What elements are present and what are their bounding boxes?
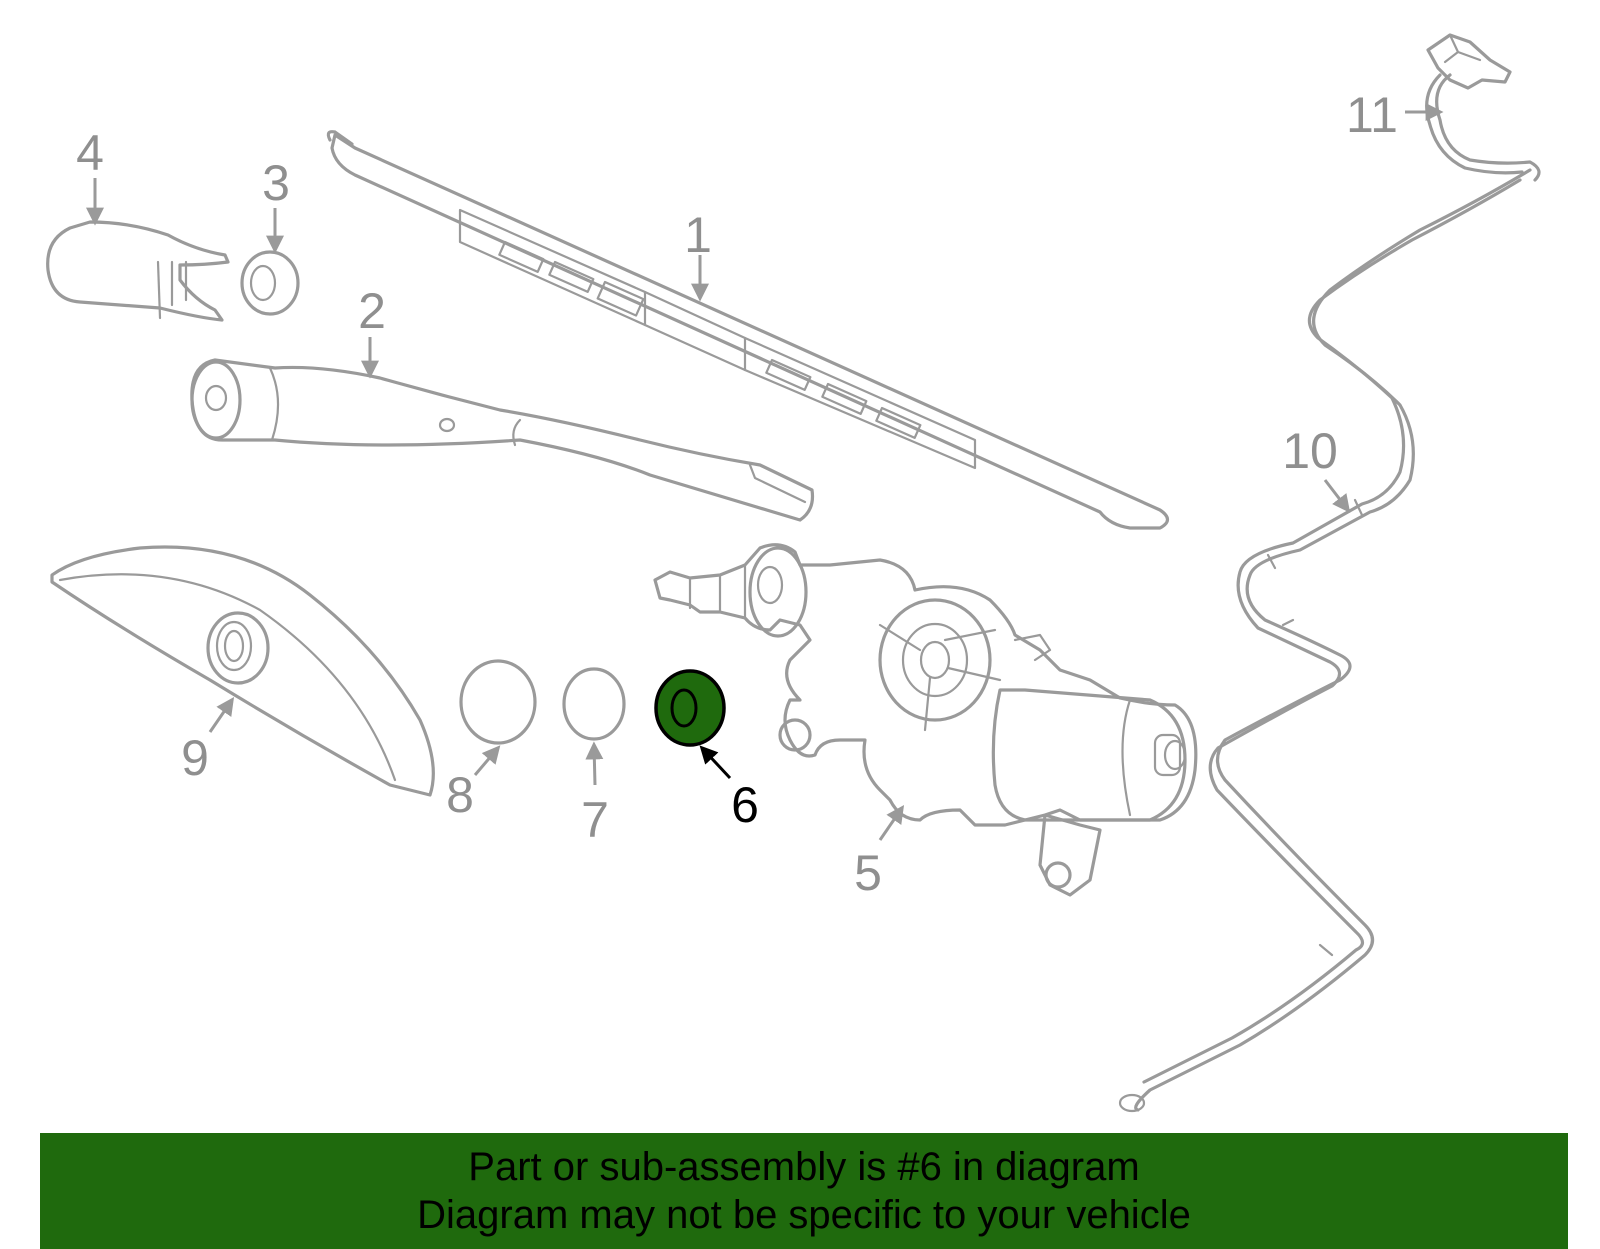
callout-4: 4	[76, 125, 104, 181]
info-banner: Part or sub-assembly is #6 in diagram Di…	[40, 1133, 1568, 1249]
callout-5: 5	[854, 845, 882, 901]
part-6-grommet[interactable]	[654, 669, 726, 747]
callout-8: 8	[446, 767, 474, 823]
part-1-wiper-blade[interactable]	[326, 130, 1170, 530]
part-10-washer-hose[interactable]	[1118, 168, 1532, 1113]
part-2-wiper-arm[interactable]	[190, 358, 815, 522]
callout-10: 10	[1282, 423, 1338, 479]
part-4-cap[interactable]	[46, 220, 230, 322]
callout-9: 9	[181, 730, 209, 786]
callout-7: 7	[581, 792, 609, 848]
callout-2: 2	[358, 283, 386, 339]
callout-6: 6	[731, 777, 759, 833]
part-11-connector[interactable]	[1425, 33, 1541, 182]
part-7-washer[interactable]	[562, 667, 626, 741]
part-3-nut[interactable]	[240, 250, 300, 316]
banner-line-1: Part or sub-assembly is #6 in diagram	[468, 1145, 1140, 1189]
callout-1: 1	[684, 207, 712, 263]
part-8-seal[interactable]	[459, 659, 537, 745]
banner-line-2: Diagram may not be specific to your vehi…	[417, 1193, 1191, 1237]
callout-11: 11	[1346, 87, 1398, 143]
callout-3: 3	[262, 155, 290, 211]
part-5-wiper-motor[interactable]	[653, 543, 1198, 897]
part-9-cover[interactable]	[50, 545, 435, 797]
leader-lines	[86, 103, 1444, 841]
